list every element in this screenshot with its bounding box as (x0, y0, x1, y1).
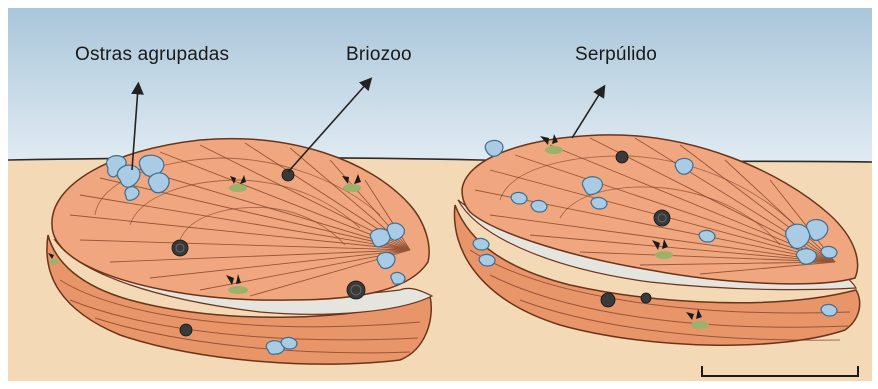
bryozoan-colony-icon (180, 324, 192, 336)
bryozoan-colony-icon (347, 281, 365, 299)
bryozoan-colony-icon (641, 293, 651, 303)
oyster-cluster-icon (821, 304, 837, 316)
oyster-cluster-icon (699, 230, 715, 242)
serpulid-label: Serpúlido (575, 44, 657, 66)
water-background (8, 8, 872, 166)
oyster-cluster-icon (485, 140, 503, 156)
bryozoan-colony-icon (172, 240, 188, 256)
bryozoan-colony-icon (616, 151, 628, 163)
oyster-cluster-icon (675, 158, 693, 174)
oysters-label: Ostras agrupadas (75, 44, 229, 66)
bryozoan-colony-icon (601, 293, 615, 307)
bryozoan-label: Briozoo (346, 44, 412, 66)
bryozoan-colony-icon (654, 210, 670, 226)
